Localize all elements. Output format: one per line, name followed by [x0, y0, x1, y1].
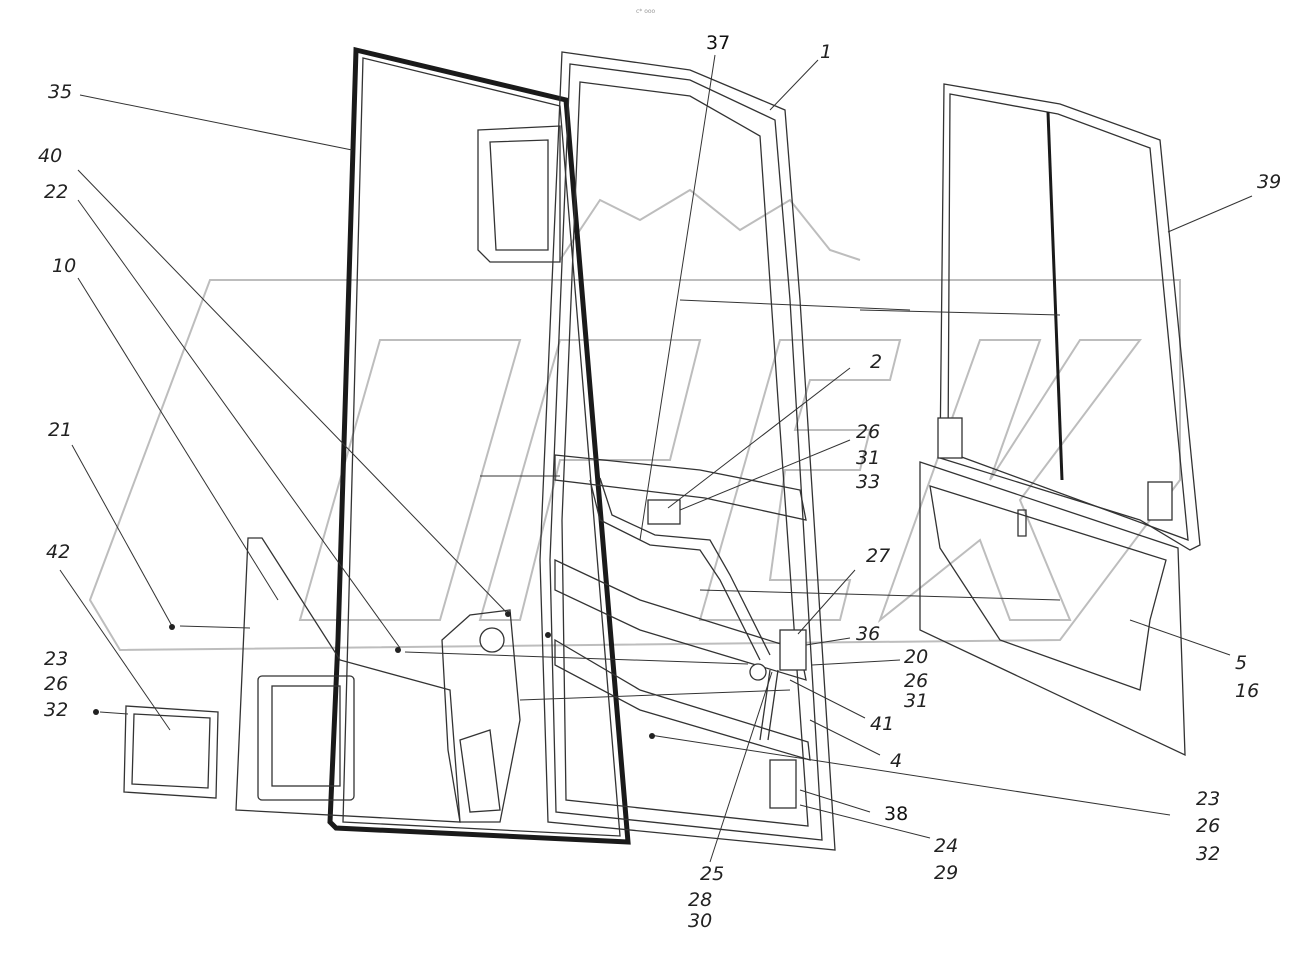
- callout-28: 28: [688, 889, 712, 911]
- callout-38: 38: [884, 803, 908, 825]
- door-panel-5: [919, 461, 1186, 757]
- watermark-logo: [88, 188, 1181, 652]
- callout-36: 36: [856, 623, 880, 645]
- callout-30: 30: [688, 910, 712, 932]
- window-39: [937, 83, 1201, 551]
- door-handle-arm: [441, 609, 521, 823]
- callout-24: 24: [934, 835, 958, 857]
- callout-29: 29: [934, 862, 958, 884]
- callout-31b: 31: [904, 690, 928, 712]
- callout-5: 5: [1235, 652, 1247, 674]
- callout-33: 33: [856, 471, 880, 493]
- callout-26c: 26: [44, 673, 68, 695]
- callout-37: 37: [706, 32, 730, 54]
- callout-25: 25: [700, 863, 724, 885]
- callout-32b: 32: [1196, 843, 1220, 865]
- callout-21: 21: [48, 419, 72, 441]
- callout-39: 39: [1257, 171, 1281, 193]
- door-seal-35: [327, 46, 631, 845]
- callout-27: 27: [866, 545, 890, 567]
- callout-10: 10: [52, 255, 76, 277]
- callout-26: 26: [856, 421, 880, 443]
- callout-26d: 26: [1196, 815, 1220, 837]
- grab-handle: [477, 125, 561, 263]
- callout-22: 22: [44, 181, 68, 203]
- callout-41: 41: [870, 713, 894, 735]
- callout-16: 16: [1235, 680, 1259, 702]
- callout-23: 23: [44, 648, 68, 670]
- callout-31: 31: [856, 447, 880, 469]
- callout-35: 35: [48, 81, 72, 103]
- pocket-42: [123, 705, 219, 799]
- callout-labels: 37 1 35 40 22 10 39 2 26 31 33 21 42 27 …: [38, 32, 1281, 932]
- callout-23b: 23: [1196, 788, 1220, 810]
- callout-20: 20: [904, 646, 928, 668]
- callout-42: 42: [46, 541, 70, 563]
- fasteners: [93, 611, 655, 739]
- header-caption: c* ooo: [636, 8, 656, 15]
- callout-40: 40: [38, 145, 62, 167]
- callout-1: 1: [820, 41, 832, 63]
- trim-panel-10: [235, 537, 461, 823]
- callout-2: 2: [870, 351, 882, 373]
- callout-32: 32: [44, 699, 68, 721]
- door-mechanism: [589, 477, 807, 809]
- door-frame-1: [539, 51, 836, 851]
- leader-lines: [59, 54, 1253, 863]
- callout-4: 4: [890, 750, 902, 772]
- callout-26b: 26: [904, 670, 928, 692]
